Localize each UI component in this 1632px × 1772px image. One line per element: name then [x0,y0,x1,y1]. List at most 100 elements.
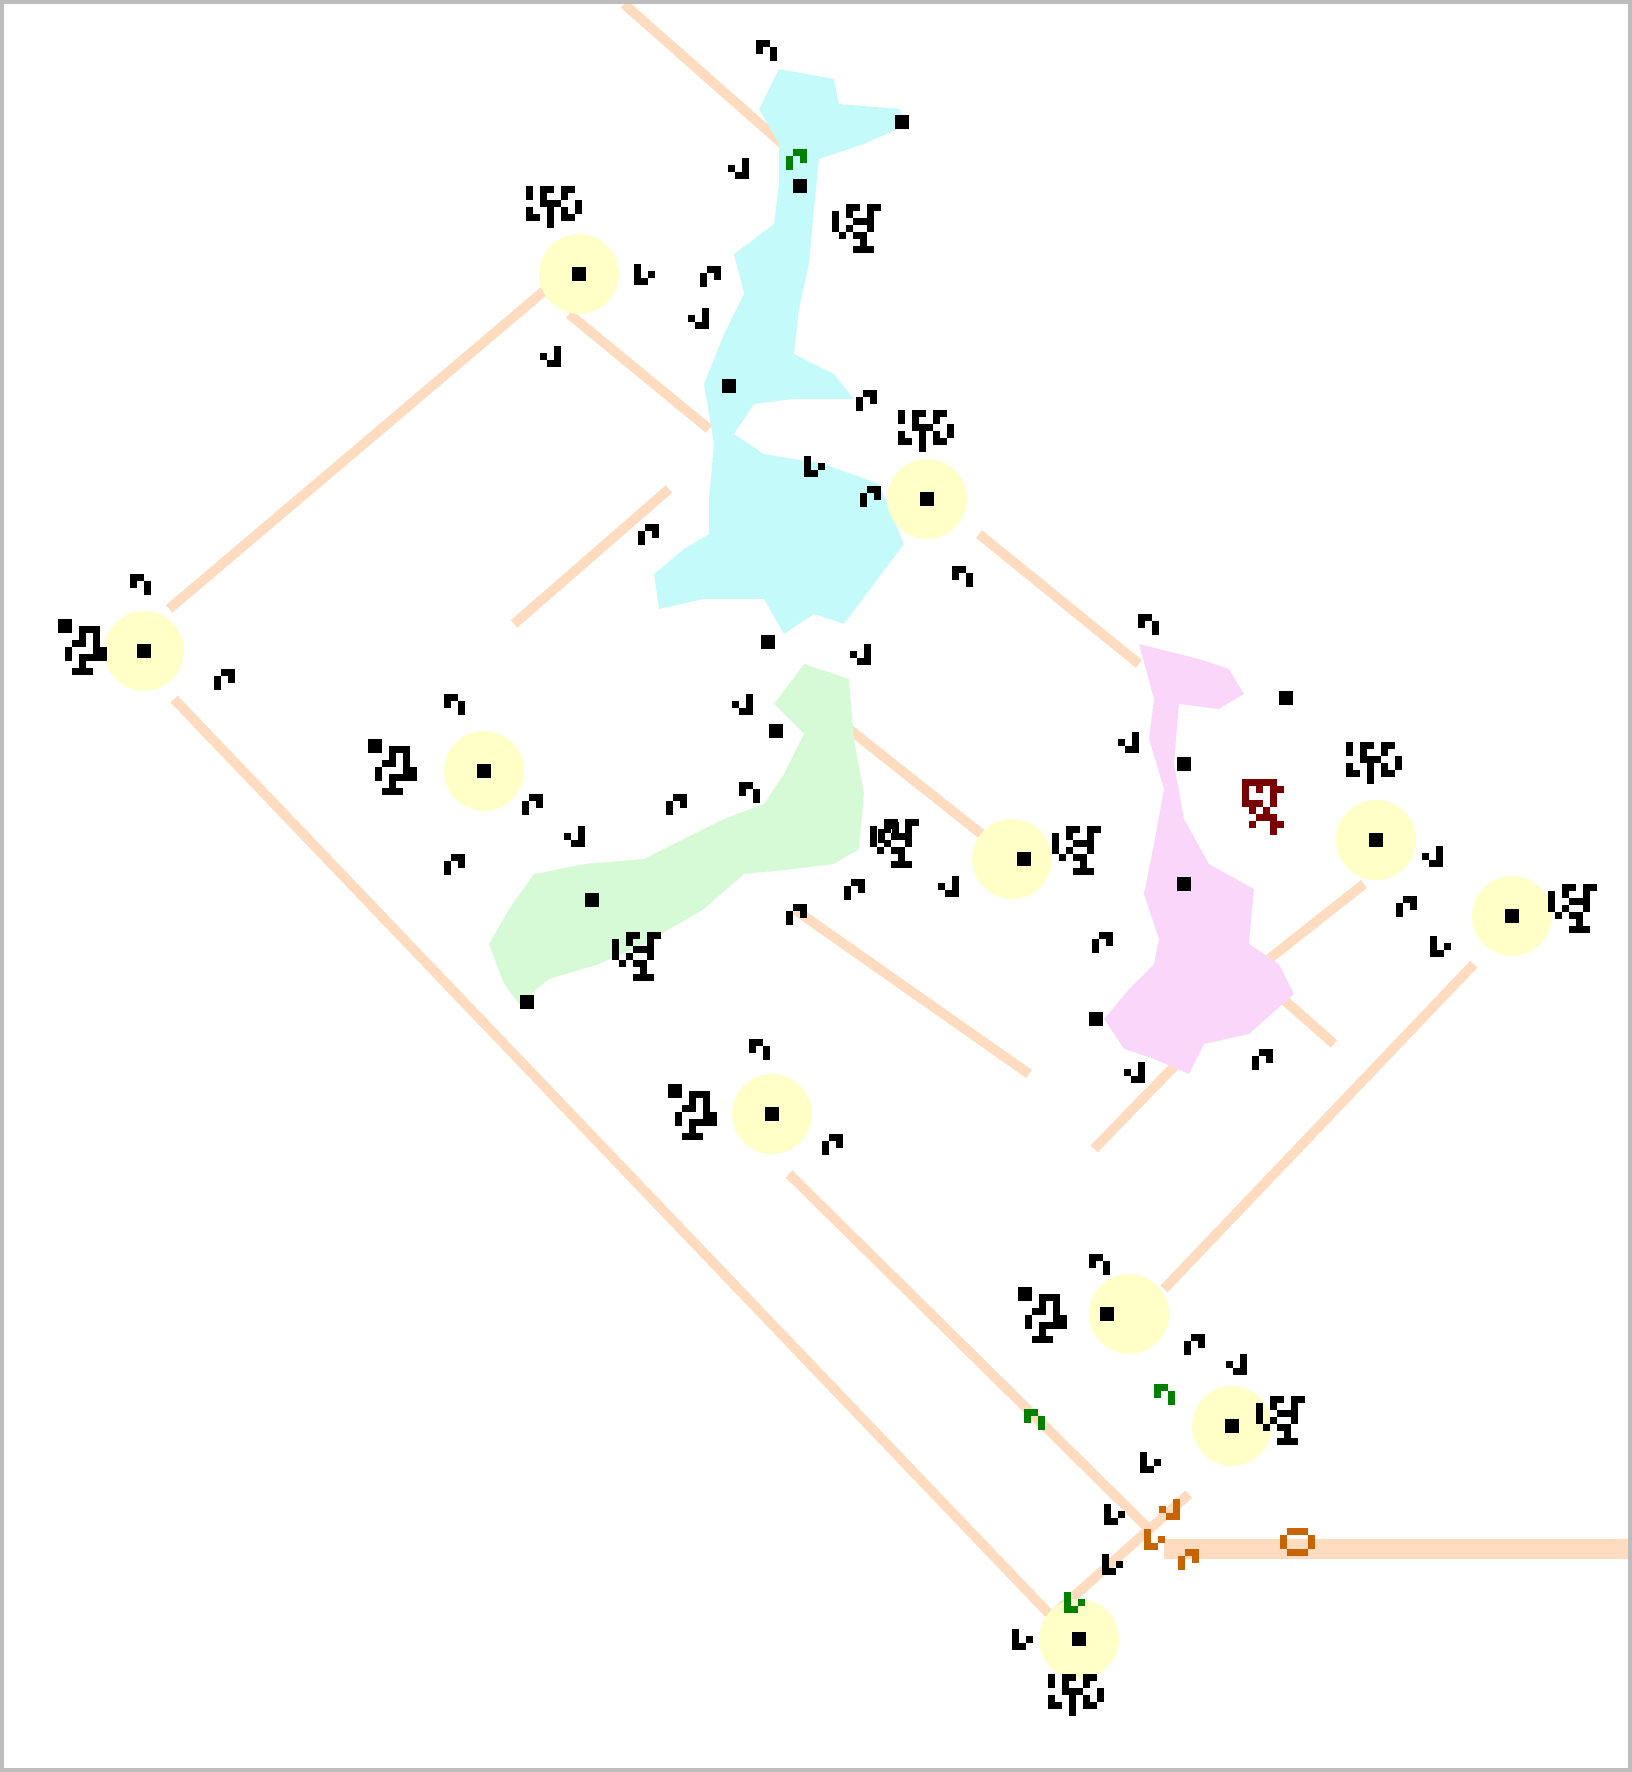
cell-layer [137,115,1519,1646]
cell-icon [1072,1632,1086,1646]
glider-icon [1280,1528,1315,1556]
glider-icon [130,574,151,595]
glider-icon [214,669,235,690]
eater-pattern-icon [898,410,954,452]
eater-pattern-icon [1242,779,1284,835]
eater-pattern-icon [1346,742,1402,784]
cell-icon [895,115,909,129]
glider-icon [540,346,561,367]
region-green [489,664,864,1004]
cell-icon [477,764,491,778]
track-layer [165,4,1628,1623]
glider-icon [749,1039,770,1060]
glider-icon [728,158,749,179]
glider-track [845,725,998,848]
cell-icon [722,379,736,393]
eater-pattern-icon [368,739,417,795]
glider-icon [688,308,709,329]
cell-icon [920,492,934,506]
cell-icon [1225,1419,1239,1433]
cell-icon [137,644,151,658]
glider-track [170,695,1058,1623]
cell-icon [1177,757,1191,771]
glider-icon [850,644,871,665]
eater-pattern-icon [1548,884,1597,933]
cell-icon [793,179,807,193]
glider-icon [860,486,881,507]
glider-icon [1144,1529,1165,1550]
glider-icon [739,782,760,803]
glider-icon [1252,1049,1273,1070]
glider-icon [1422,846,1443,867]
glider-icon [1154,1384,1175,1405]
glider-icon [804,456,825,477]
glider-icon [1064,1592,1085,1613]
pattern-layer [58,40,1597,1716]
eater-pattern-icon [58,619,107,675]
glider-track [565,310,713,433]
glider-icon [638,524,659,545]
cell-icon [769,724,783,738]
glider-icon [634,264,655,285]
glider-icon [564,826,585,847]
glider-icon [756,40,777,61]
glider-icon [732,694,753,715]
cell-icon [1089,1012,1103,1026]
eater-pattern-icon [612,932,661,981]
cell-icon [1279,691,1293,705]
glider-icon [856,390,877,411]
eater-pattern-icon [668,1084,717,1140]
simulation-board[interactable] [4,4,1628,1768]
glider-icon [878,822,899,843]
glider-icon [1089,1254,1110,1275]
glider-track [785,1170,1153,1533]
glider-icon [1102,1554,1123,1575]
glider-icon [1124,1062,1145,1083]
glider-icon [1396,896,1417,917]
node-halo-layer [104,234,1552,1679]
glider-track [510,485,673,628]
glider-icon [1178,1549,1199,1570]
glider-icon [700,266,721,287]
glider-icon [1138,614,1159,635]
glider-icon [1118,732,1139,753]
eater-pattern-icon [832,204,881,253]
glider-track [1265,880,1368,963]
glider-icon [1024,1409,1045,1430]
glider-icon [822,1134,843,1155]
glider-icon [1092,932,1113,953]
glider-icon [1226,1354,1247,1375]
eater-pattern-icon [1052,826,1101,875]
glider-track [620,4,798,158]
glider-icon [444,694,465,715]
glider-icon [666,794,687,815]
cell-icon [761,635,775,649]
glider-track [1160,960,1478,1293]
reactor-node-icon [972,819,1052,899]
cell-icon [1369,833,1383,847]
glider-track [165,270,568,613]
cell-icon [1505,909,1519,923]
glider-icon [1184,1334,1205,1355]
region-cyan [654,69,909,634]
glider-icon [1104,1504,1125,1525]
glider-icon [1012,1629,1033,1650]
reactor-node-icon [1089,1274,1169,1354]
cell-icon [765,1107,779,1121]
cell-icon [1177,877,1191,891]
eater-pattern-icon [1048,1674,1104,1716]
glider-track [791,904,1032,1079]
cell-icon [572,267,586,281]
glider-icon [444,854,465,875]
cell-icon [520,995,534,1009]
glider-icon [938,876,959,897]
eater-pattern-icon [526,186,582,228]
eater-pattern-icon [1018,1287,1067,1343]
glider-icon [786,904,807,925]
cell-icon [1100,1307,1114,1321]
glider-track [975,530,1143,668]
glider-icon [522,794,543,815]
region-pink [1104,644,1294,1074]
glider-icon [786,149,807,170]
